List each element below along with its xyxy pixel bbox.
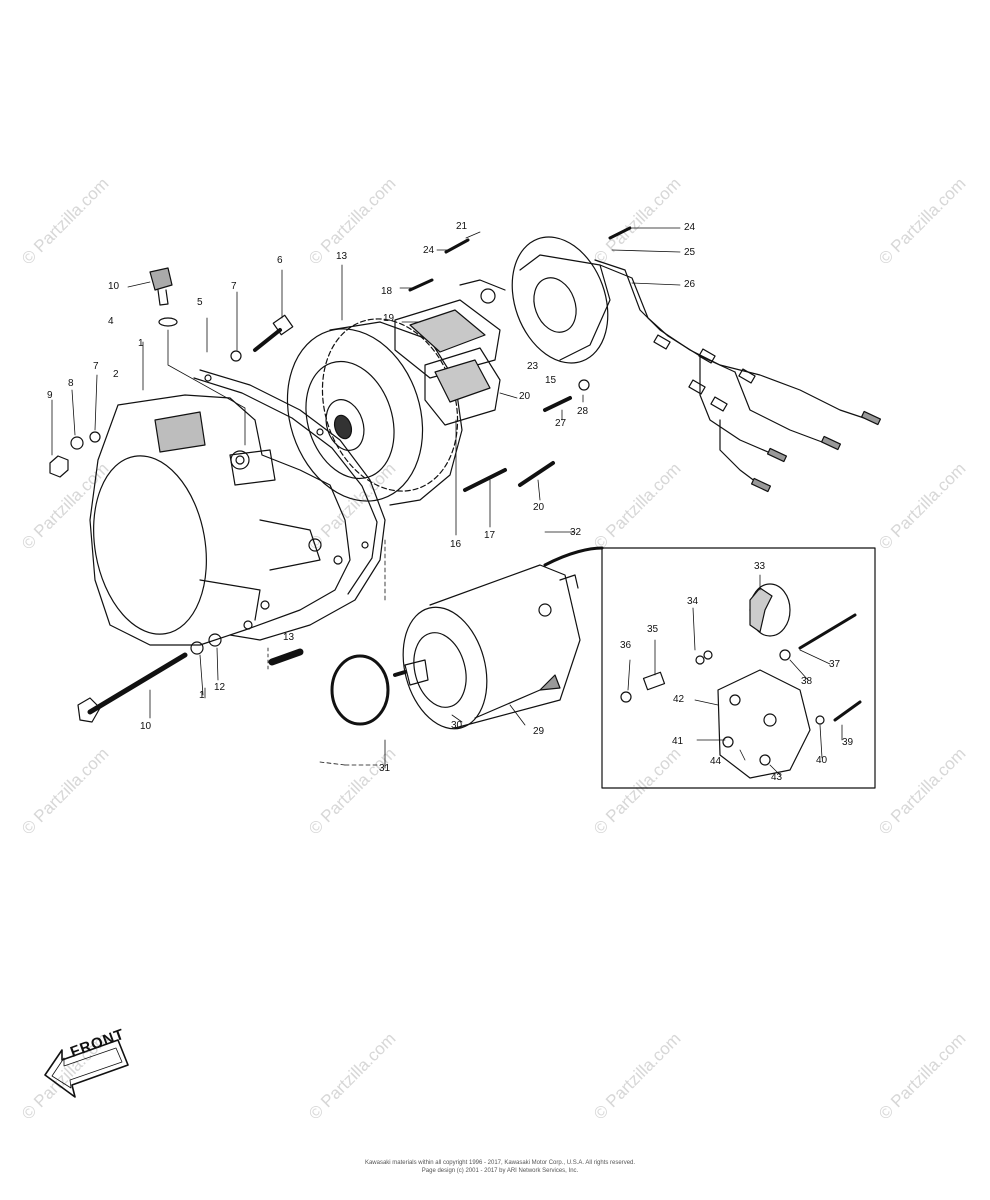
callout: 6	[277, 255, 283, 266]
callout: 32	[570, 527, 582, 538]
callout: 34	[687, 596, 699, 607]
callout: 13	[336, 251, 348, 262]
callout: 28	[577, 406, 589, 417]
callout: 24	[684, 222, 696, 233]
stator-coil-assembly	[394, 279, 506, 426]
callout: 17	[484, 530, 496, 541]
starter-detail-inset	[601, 547, 876, 789]
callout: 35	[647, 624, 659, 635]
callout: 12	[214, 682, 226, 693]
callout: 41	[672, 736, 684, 747]
callout: 43	[771, 772, 783, 783]
callout: 1	[199, 690, 205, 701]
callout: 7	[231, 281, 237, 292]
callout: 40	[816, 755, 828, 766]
callout: 26	[684, 279, 696, 290]
callout: 33	[754, 561, 766, 572]
callout: 5	[197, 297, 203, 308]
callout: 30	[451, 720, 463, 731]
callout: 20	[519, 391, 531, 402]
flywheel-rotor	[286, 318, 463, 506]
callout: 25	[684, 247, 696, 258]
callout: 10	[140, 721, 152, 732]
callout: 15	[545, 375, 557, 386]
callout: 16	[450, 539, 462, 550]
callout: 1	[138, 338, 144, 349]
callout: 4	[108, 316, 114, 327]
callout: 13	[283, 632, 295, 643]
callout: 42	[673, 694, 685, 705]
callout: 31	[379, 763, 391, 774]
callout: 2	[113, 369, 119, 380]
callout: 10	[108, 281, 120, 292]
callout: 7	[93, 361, 99, 372]
callout: 8	[68, 378, 74, 389]
copyright-line-2: Page design (c) 2001 - 2017 by ARI Netwo…	[421, 1168, 579, 1174]
callout: 20	[533, 502, 545, 513]
callout: 39	[842, 737, 854, 748]
front-direction-arrow	[44, 1039, 129, 1098]
callout: 38	[801, 676, 813, 687]
generator-cover	[89, 394, 351, 646]
fastener-hardware	[49, 226, 632, 723]
copyright-line-1: Kawasaki materials within all copyright …	[364, 1160, 636, 1166]
pickup-plate-and-harness	[511, 236, 882, 493]
callout: 44	[710, 756, 722, 767]
callout: 37	[829, 659, 841, 670]
callout: 29	[533, 726, 545, 737]
cover-gasket	[193, 369, 386, 641]
callout: 24	[423, 245, 435, 256]
callout: 9	[47, 390, 53, 401]
callout: 36	[620, 640, 632, 651]
callout: 23	[527, 361, 539, 372]
leader-lines	[51, 227, 843, 776]
callout: 18	[381, 286, 393, 297]
starter-motor	[330, 546, 604, 730]
callout: 27	[555, 418, 567, 429]
callout: 19	[383, 313, 395, 324]
callout: 21	[456, 221, 468, 232]
